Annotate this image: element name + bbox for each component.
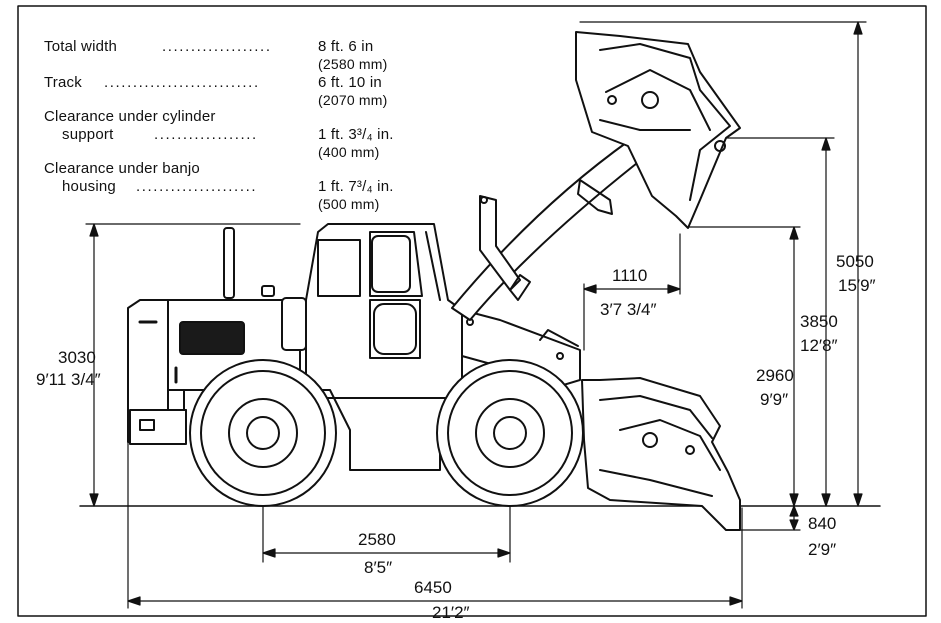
reach-mm-label: 1110 [612,266,648,285]
spec-total-width-value: 8 ft. 6 in [318,38,374,55]
loader-body [127,223,581,471]
spec-clearance-cylinder-metric: (400 mm) [318,144,380,160]
spec-leader-dots: ........................... [104,74,260,91]
spec-clearance-banjo-metric: (500 mm) [318,196,380,212]
height-total-mm-label: 3030 [58,348,96,367]
spec-track-label: Track [44,74,82,91]
reach-imperial-label: 3′7 3/4″ [600,300,657,319]
spec-total-width-label: Total width [44,38,118,55]
dig-depth-dimension-line [739,505,801,531]
spec-clearance-cylinder-value: 1 ft. 3³/₄ in. [318,126,394,143]
dig-depth-imperial-label: 2′9″ [808,540,837,559]
max-lift-mm-label: 5050 [836,252,874,271]
raised-bucket-icon [575,31,741,229]
spec-track-value: 6 ft. 10 in [318,74,382,91]
rear-wheel-icon [189,359,337,507]
spec-total-width-metric: (2580 mm) [318,56,388,72]
spec-track-metric: (2070 mm) [318,92,388,108]
overall-length-imperial-label: 21′2″ [432,603,470,622]
max-lift-dimension-line [579,21,867,507]
height-total-imperial-label: 9′11 3/4″ [36,370,101,389]
overall-length-dimension-line [127,439,743,609]
height-dimension-line [85,223,301,507]
spec-clearance-banjo-label: Clearance under banjo [44,160,200,177]
lift-arm-raised [451,139,647,321]
spec-clearance-banjo-label-2: housing [62,178,116,195]
dump-height-imperial-label: 9′9″ [760,390,789,409]
dump-height-dimension-line [687,226,801,507]
spec-leader-dots: .................. [154,126,258,143]
spec-leader-dots: ................... [162,38,272,55]
spec-clearance-banjo-value: 1 ft. 7³/₄ in. [318,178,394,195]
wheelbase-mm-label: 2580 [358,530,396,549]
overall-length-mm-label: 6450 [414,578,452,597]
frame-border [17,5,927,617]
engine-grille-icon [179,321,245,355]
spec-leader-dots: ..................... [136,178,258,195]
spec-clearance-cylinder-label: Clearance under cylinder [44,108,216,125]
spec-clearance-cylinder-label-2: support [62,126,114,143]
pin-height-mm-label: 3850 [800,312,838,331]
max-lift-imperial-label: 15′9″ [838,276,876,295]
reach-dimension-line [583,233,681,351]
dump-height-mm-label: 2960 [756,366,794,385]
wheelbase-imperial-label: 8′5″ [364,558,393,577]
dig-depth-mm-label: 840 [808,514,837,533]
pin-height-imperial-label: 12′8″ [800,336,838,355]
lowered-bucket-icon [581,377,741,531]
front-wheel-icon [436,359,584,507]
